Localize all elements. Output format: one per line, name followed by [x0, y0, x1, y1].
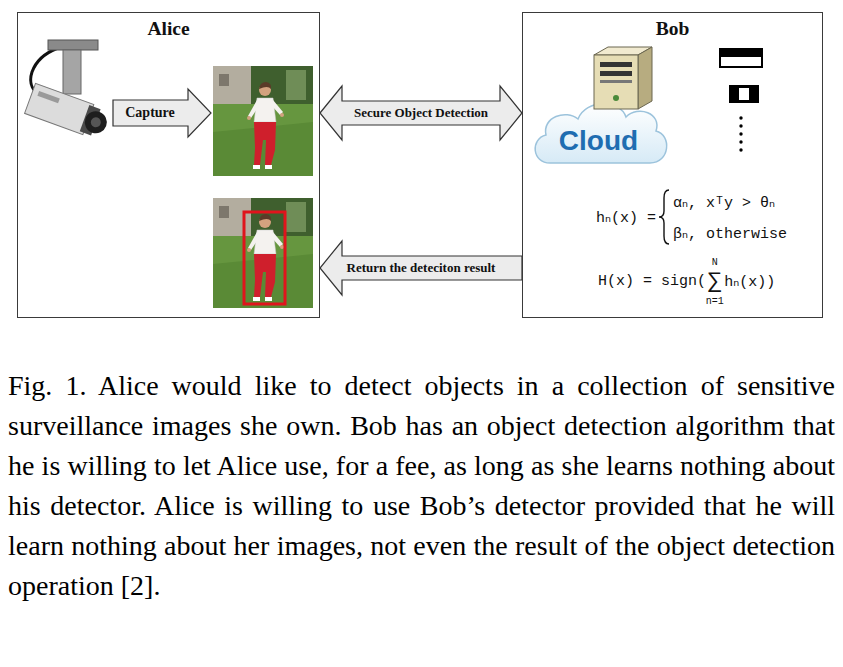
- formula-text: hₙ(x) =: [596, 208, 656, 227]
- cloud-outline: [535, 104, 667, 163]
- box-heading: Bob: [523, 13, 822, 40]
- haar-feature: [739, 116, 742, 119]
- haar-feature: [739, 140, 742, 143]
- camera-icon: [37, 91, 59, 103]
- sum-limit: n=1: [706, 296, 724, 307]
- haar-feature: [720, 49, 762, 152]
- formula-text: βₙ, otherwise: [673, 224, 787, 243]
- camera-icon: [48, 40, 98, 50]
- arrow-label: Secure Object Detection: [352, 105, 490, 121]
- camera-icon: [25, 40, 112, 141]
- capture-arrow: [113, 89, 211, 137]
- haar-feature: [739, 132, 742, 135]
- formula-text: hₙ(x)): [724, 272, 775, 291]
- box-heading: Alice: [18, 13, 319, 40]
- formula-brace: [659, 190, 669, 244]
- server-icon: [613, 95, 619, 101]
- camera-icon: [25, 83, 112, 141]
- arrow-label: Return the deteciton result: [345, 260, 498, 276]
- party-box: Alice: [17, 12, 320, 318]
- server-icon: [594, 47, 652, 109]
- camera-icon: [89, 116, 102, 129]
- figure-caption: Fig. 1. Alice would like to detect objec…: [8, 366, 835, 606]
- haar-feature: [720, 49, 762, 67]
- block-arrow: [320, 86, 522, 140]
- haar-feature: [720, 49, 762, 57]
- haar-feature: [729, 85, 759, 103]
- sum-limit: N: [712, 257, 718, 268]
- box-heading: Cloud: [559, 126, 638, 157]
- party-box: BobCloud: [522, 12, 823, 318]
- sum-symbol: ∑: [708, 269, 721, 294]
- haar-feature: [739, 124, 742, 127]
- formula-text: αₙ, xᵀy > θₙ: [673, 193, 775, 212]
- server-icon: [600, 80, 632, 83]
- server-icon: [600, 62, 632, 67]
- formula-text: H(x) = sign(: [598, 273, 706, 290]
- detection-box: [244, 212, 285, 304]
- server-icon: [594, 55, 638, 109]
- surveillance-photo: [213, 198, 313, 308]
- haar-feature: [739, 88, 749, 100]
- server-icon: [600, 71, 632, 76]
- camera-icon: [82, 108, 110, 136]
- camera-icon: [63, 50, 81, 94]
- arrow-label: Capture: [125, 105, 175, 121]
- surveillance-photo: [213, 66, 313, 176]
- haar-feature: [739, 148, 742, 151]
- server-icon: [638, 47, 652, 109]
- cloud-shape: Cloud: [528, 91, 669, 166]
- block-arrow: [320, 241, 522, 295]
